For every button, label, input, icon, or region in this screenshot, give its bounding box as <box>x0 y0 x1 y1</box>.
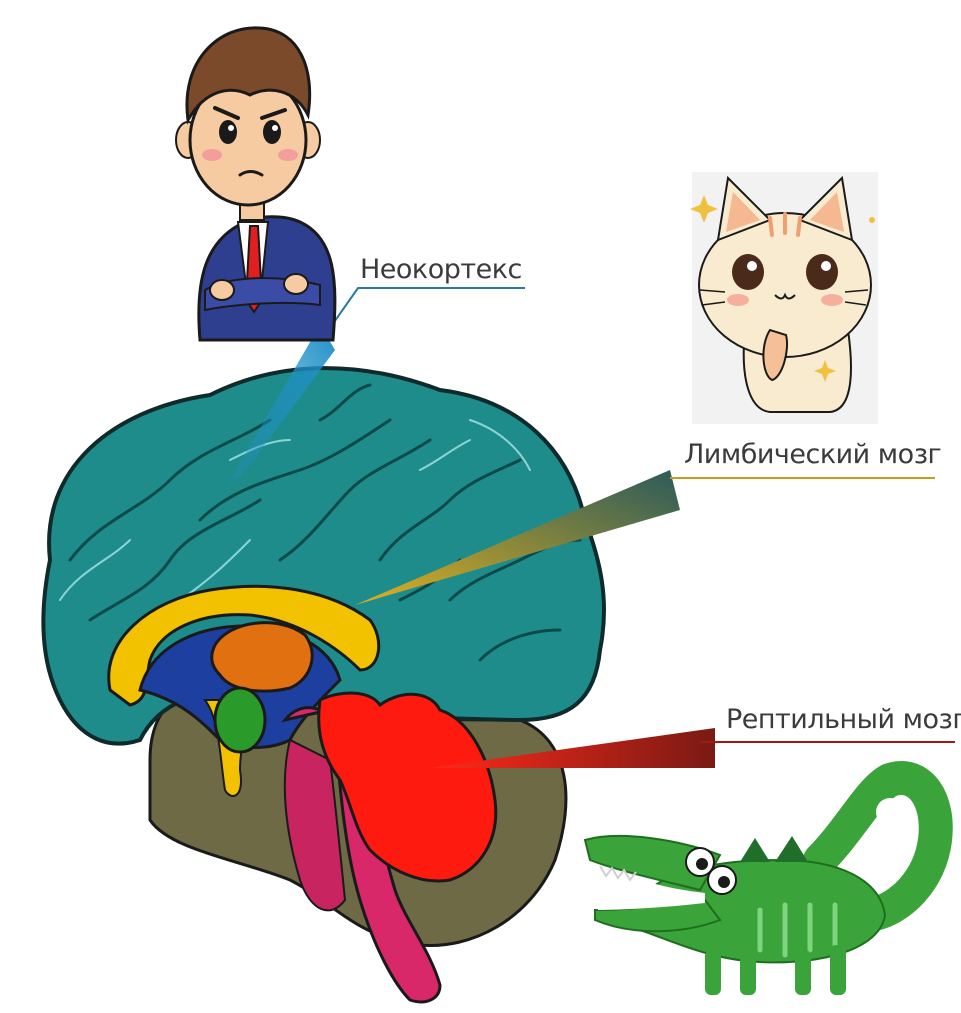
thalamus <box>212 623 313 691</box>
reptilian-label: Рептильный мозг <box>726 704 961 735</box>
limbic-label: Лимбический мозг <box>684 439 941 470</box>
neocortex-label: Неокортекс <box>360 254 522 285</box>
crocodile-icon <box>585 778 936 995</box>
amygdala <box>215 688 265 752</box>
neocortex-leader-line <box>325 288 525 335</box>
cute-cat-icon <box>690 172 878 424</box>
thinking-man-icon <box>176 28 335 340</box>
